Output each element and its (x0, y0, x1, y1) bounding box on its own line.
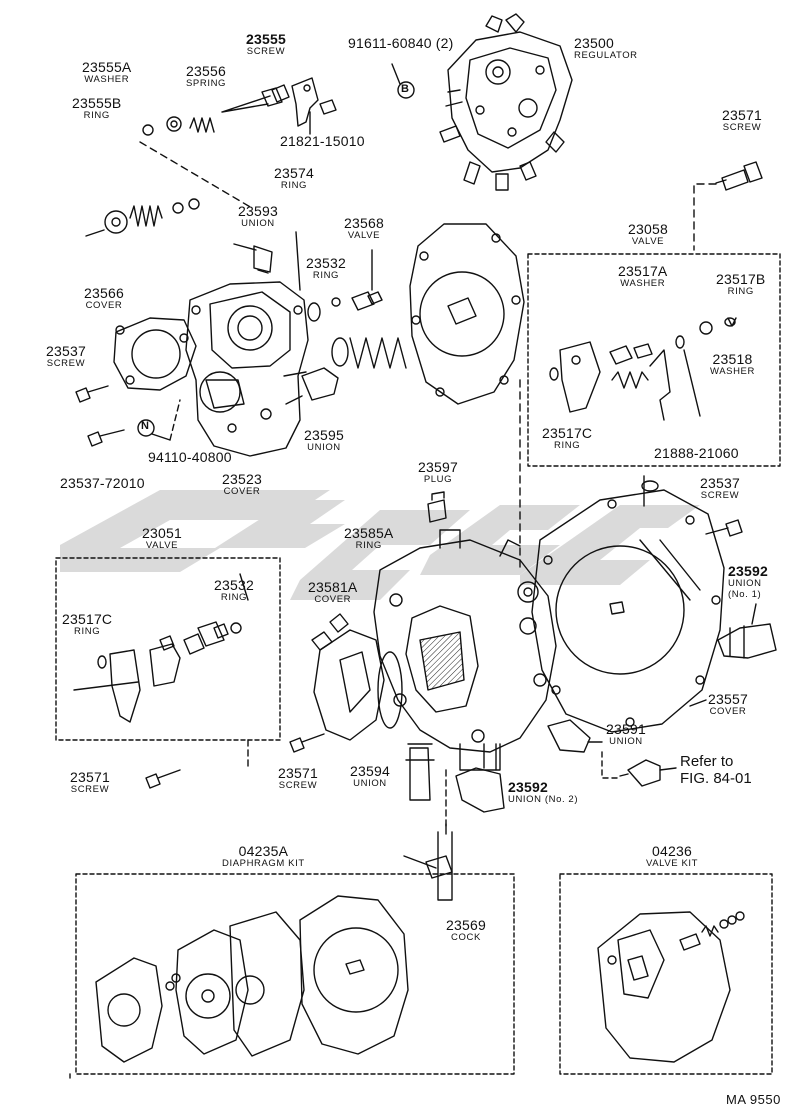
callout-91611-60840: 91611-60840 (2) (348, 35, 454, 51)
refer-to-figure-note: Refer to FIG. 84-01 (680, 753, 752, 787)
valve-23058-parts-shape (549, 317, 737, 421)
ring-23555b-shape (142, 124, 154, 136)
diaphragm-kit-box (75, 873, 515, 1075)
marker-n: N (141, 420, 149, 432)
valve-stack-upper-left-shape (85, 198, 200, 237)
diaphragm-upper-shape (409, 223, 525, 405)
cover-23523-shape (185, 281, 309, 457)
cock-23569-shape (403, 823, 453, 901)
union-23594-shape (405, 743, 435, 801)
cover-23566-shape (113, 317, 197, 391)
valve-kit-parts-shape (597, 911, 745, 1063)
valve-23051-parts-shape (73, 621, 242, 723)
ring-23532a-shape (331, 297, 341, 307)
valve-23568-shape (351, 249, 383, 311)
union-23591-shape (547, 719, 603, 753)
spring-23556-shape (189, 117, 215, 133)
screw-23537-72010-shape (87, 429, 125, 447)
screw-23571-low-shape (145, 769, 181, 789)
refer-line-2: FIG. 84-01 (680, 769, 752, 787)
cover-23557-shape (531, 475, 725, 733)
cover-23581a-shape (311, 613, 385, 741)
marker-n-circle (137, 419, 155, 437)
sensor-fig-84-01-shape (619, 759, 677, 787)
washer-23555a-shape (166, 116, 182, 132)
screw-23537-right-shape (705, 519, 743, 537)
valve-23051-box (55, 557, 281, 741)
union-23592-no2-shape (455, 743, 505, 813)
union-23595-shape (285, 367, 339, 405)
watermark-logo (60, 490, 700, 600)
callout-94110-40800: 94110-40800 (148, 449, 232, 465)
screw-23571-top-shape (715, 161, 763, 191)
bracket-21821-shape (291, 77, 337, 135)
valve-kit-box (559, 873, 773, 1075)
spring-large-shape (331, 337, 407, 369)
callout-21821-15010: 21821-15010 (280, 133, 365, 149)
refer-line-1: Refer to (680, 753, 734, 770)
plug-23597-shape (427, 491, 447, 523)
union-23593-shape (233, 243, 273, 274)
ring-23585a-shape (377, 651, 403, 729)
marker-b: B (401, 83, 409, 95)
union-23592-no1-shape (717, 623, 777, 659)
regulator-23500-shape (439, 13, 573, 191)
callout-21888-21060: 21888-21060 (654, 445, 739, 461)
marker-b-circle (397, 81, 415, 99)
screw-23555-shape (221, 84, 290, 113)
callout-23537-72010: 23537-72010 (60, 475, 145, 491)
valve-23058-box (527, 253, 781, 467)
screw-23571-mid-shape (289, 733, 325, 753)
regulator-body-shape (373, 529, 557, 771)
diaphragm-kit-parts-shape (95, 895, 409, 1063)
ring-23574-shape (307, 302, 321, 322)
figure-code: MA 9550 (726, 1092, 781, 1107)
screw-23537-left-shape (75, 385, 109, 403)
